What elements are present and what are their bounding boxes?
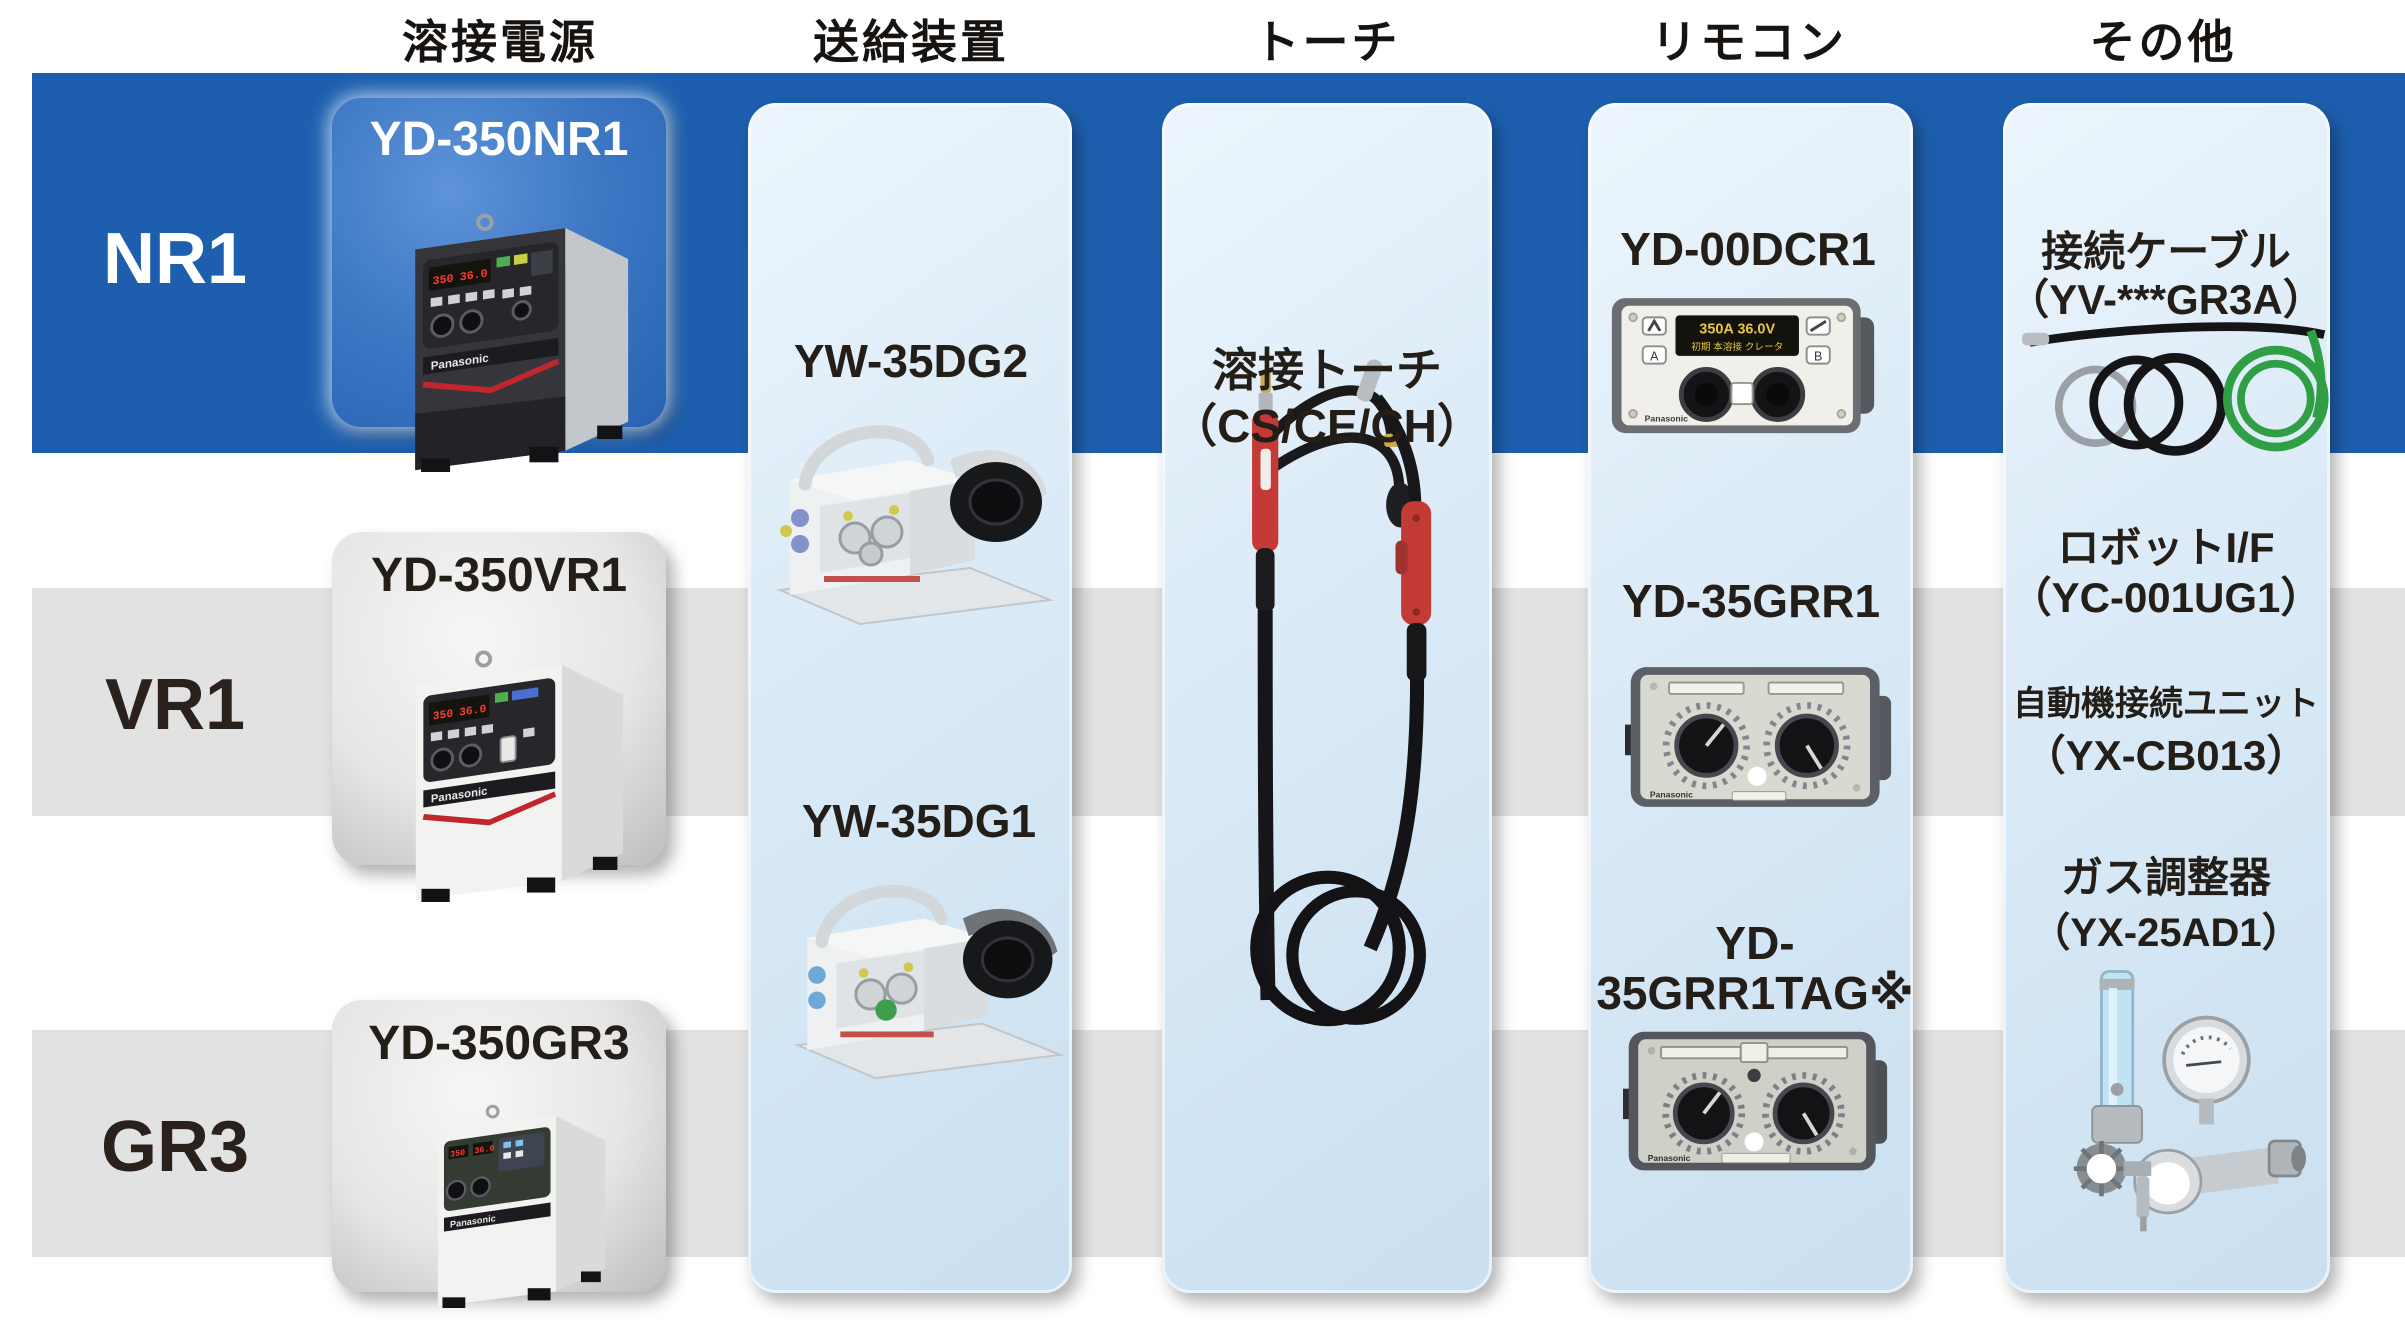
row-label-nr1: NR1 xyxy=(102,219,248,299)
yd-35grr1-product-image: Panasonic xyxy=(1625,667,1892,807)
svg-text:36.0: 36.0 xyxy=(460,267,488,285)
svg-text:Panasonic: Panasonic xyxy=(1645,414,1688,424)
column-header-torch: トーチ xyxy=(1253,16,1401,68)
label-connection-cable-code: （YV-***GR3A） xyxy=(2007,276,2325,323)
panel-others xyxy=(2003,103,2330,1293)
row-label-gr3: GR3 xyxy=(100,1107,250,1187)
model-label-yd-350gr3: YD-350GR3 xyxy=(368,1017,630,1070)
row-label-vr1: VR1 xyxy=(104,665,246,745)
column-header-remote: リモコン xyxy=(1651,16,1847,68)
label-auto-unit: 自動機接続ユニット xyxy=(2013,685,2319,723)
svg-text:A: A xyxy=(1650,350,1659,364)
svg-text:Panasonic: Panasonic xyxy=(1648,1153,1691,1163)
column-header-wire-feeder: 送給装置 xyxy=(813,16,1009,68)
model-label-yd-350nr1: YD-350NR1 xyxy=(369,113,629,166)
model-label-yd-35grr1: YD-35GRR1 xyxy=(1621,575,1881,627)
svg-text:350: 350 xyxy=(450,1148,465,1160)
svg-text:350: 350 xyxy=(433,271,454,288)
label-gas-regulator: ガス調整器 xyxy=(2060,854,2272,901)
gas-regulator-product-image xyxy=(2073,970,2306,1232)
label-gas-regulator-code: （YX-25AD1） xyxy=(2030,911,2302,955)
panel-wire-feeder xyxy=(748,103,1072,1293)
model-label-yd-35grr1tag-l1: YD- xyxy=(1715,917,1795,969)
yd-350nr1-product-image: 350 36.0 Panasonic xyxy=(415,213,629,472)
yw-35dg2-product-image xyxy=(776,425,1054,626)
label-robot-if: ロボットI/F xyxy=(2057,524,2275,571)
yw-35dg1-product-image xyxy=(793,884,1065,1080)
model-label-yd-00dcr1: YD-00DCR1 xyxy=(1620,223,1876,275)
yd-350vr1-product-image: 350 36.0 Panasonic xyxy=(415,650,624,902)
model-label-yd-350vr1: YD-350VR1 xyxy=(370,549,628,602)
welding-torch-product-image xyxy=(1250,359,1432,1027)
svg-text:350: 350 xyxy=(433,709,454,724)
label-auto-unit-code: （YX-CB013） xyxy=(2023,732,2309,779)
label-connection-cable: 接続ケーブル xyxy=(2041,228,2291,275)
column-header-others: その他 xyxy=(2089,16,2237,68)
yd-350gr3-product-image: 350 36.0 Panasonic xyxy=(437,1104,606,1308)
column-header-power-source: 溶接電源 xyxy=(402,16,598,68)
svg-text:Panasonic: Panasonic xyxy=(1650,789,1693,799)
model-label-yw-35dg1: YW-35DG1 xyxy=(801,795,1037,847)
connection-cable-product-image xyxy=(2022,322,2329,456)
model-label-yd-35grr1tag-l2: 35GRR1TAG※ xyxy=(1596,967,1914,1019)
label-welding-torch: 溶接トーチ xyxy=(1212,344,1442,396)
svg-text:初期 本溶接 クレータ: 初期 本溶接 クレータ xyxy=(1691,341,1783,353)
yd-35grr1tag-product-image: Panasonic xyxy=(1623,1031,1888,1171)
label-robot-if-code: （YC-001UG1） xyxy=(2009,574,2323,621)
svg-text:36.0: 36.0 xyxy=(474,1144,494,1157)
svg-text:350A 36.0V: 350A 36.0V xyxy=(1699,322,1775,338)
svg-text:36.0: 36.0 xyxy=(459,704,486,720)
svg-text:B: B xyxy=(1814,350,1822,364)
label-welding-torch-variants: （CS/CE/CH） xyxy=(1171,400,1483,452)
model-label-yw-35dg2: YW-35DG2 xyxy=(793,335,1029,387)
yd-00dcr1-product-image: 350A 36.0V 初期 本溶接 クレータ A B Panasonic xyxy=(1611,298,1875,434)
panel-torch xyxy=(1162,103,1492,1293)
